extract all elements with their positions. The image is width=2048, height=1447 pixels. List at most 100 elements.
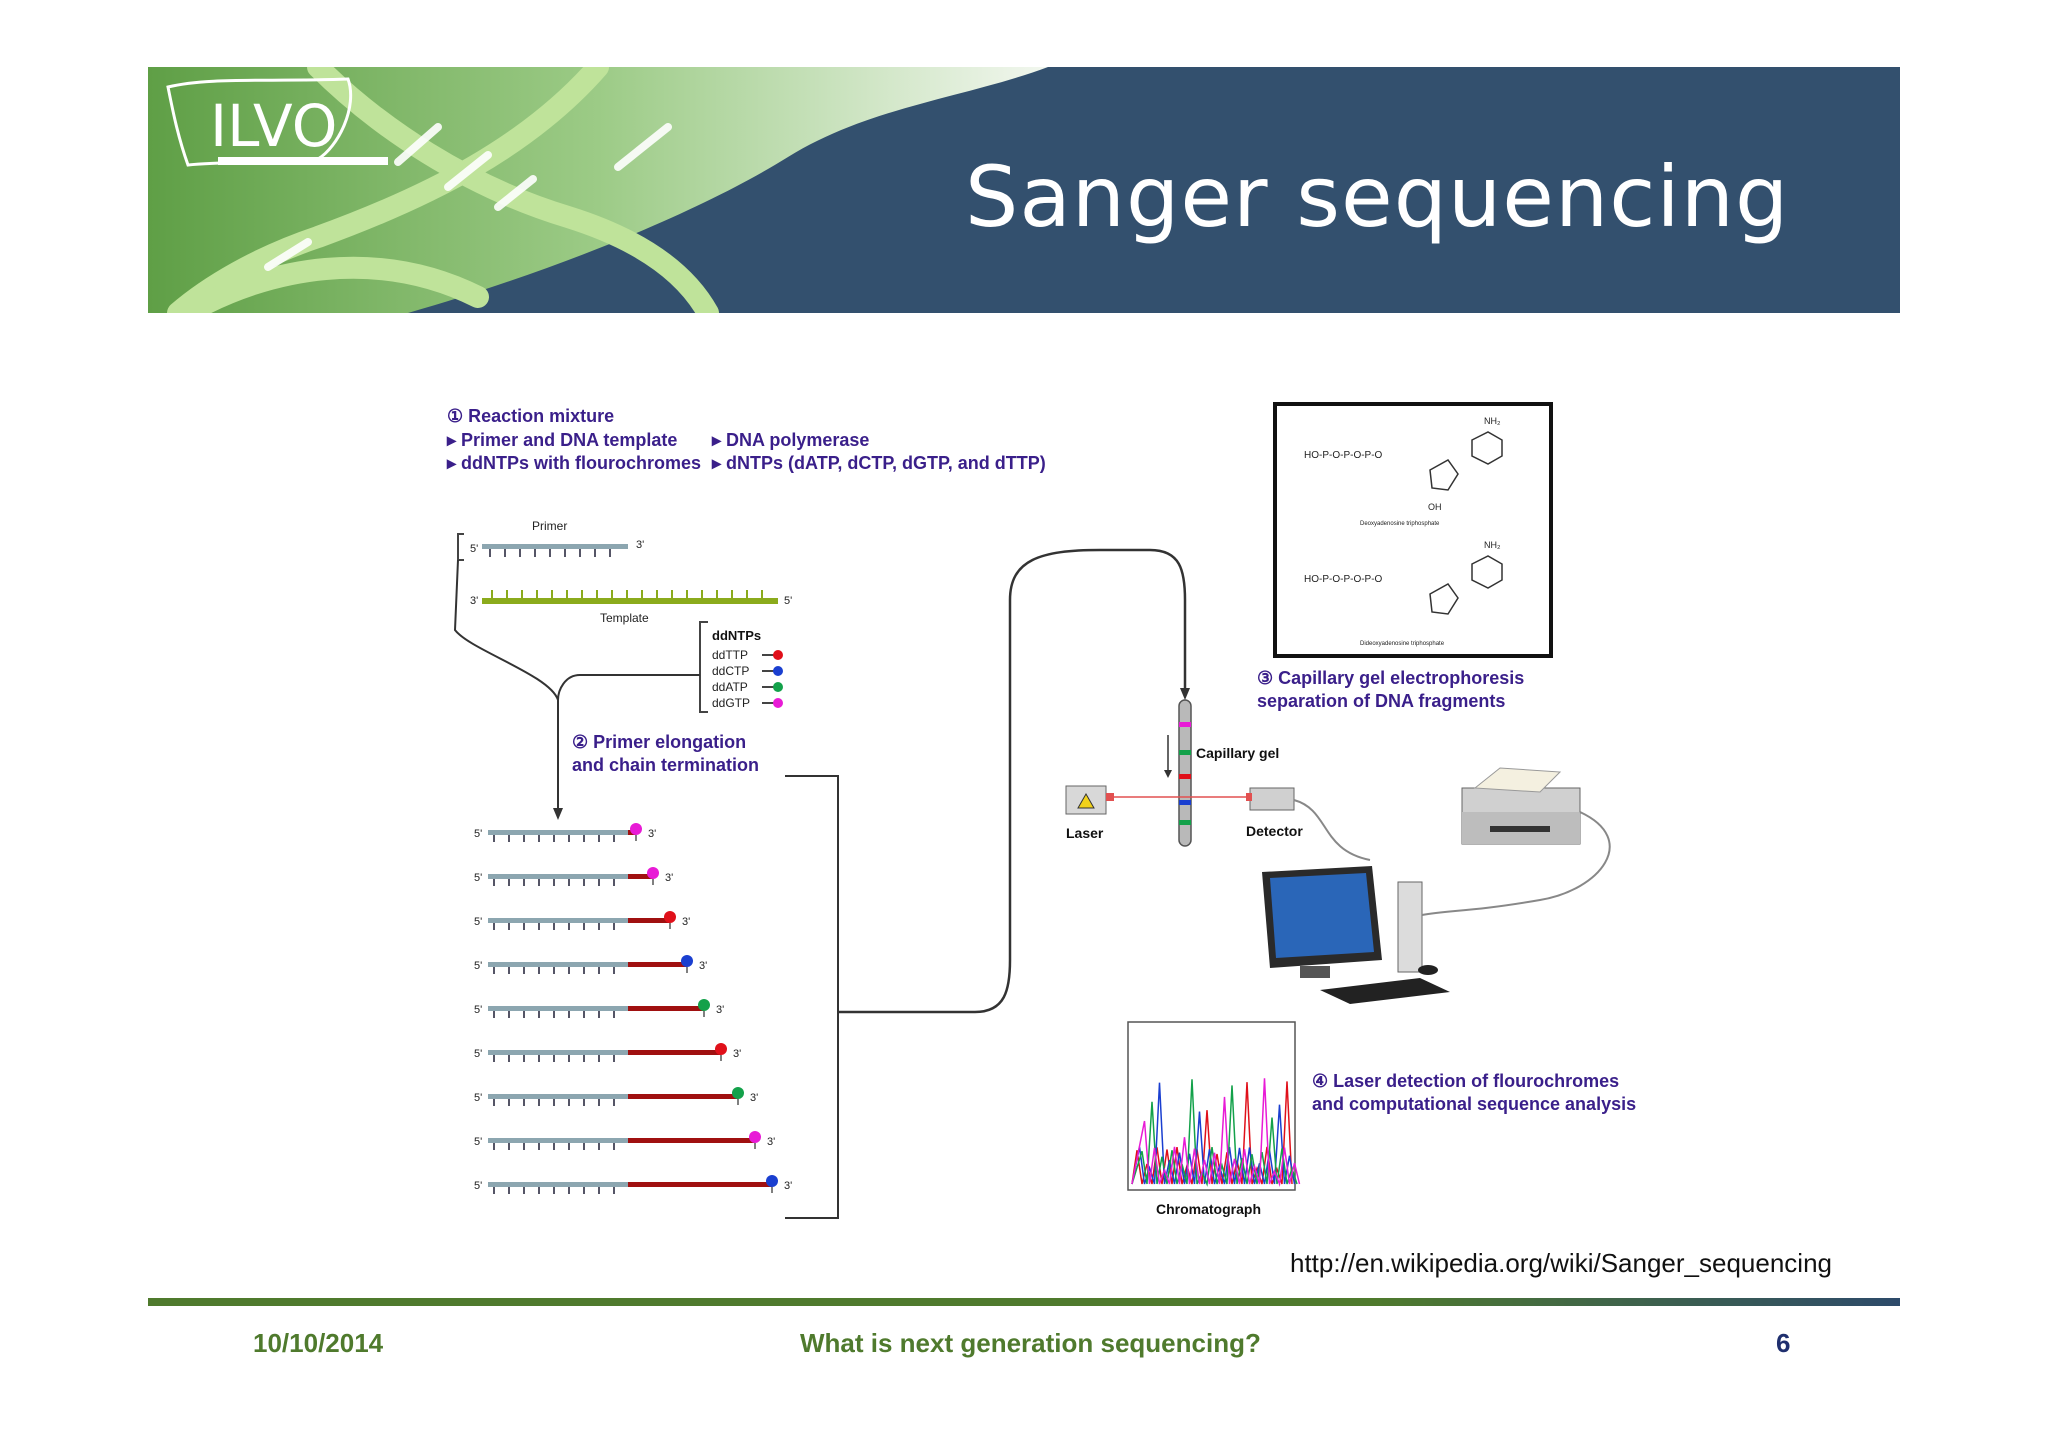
end-5-label: 5' bbox=[474, 916, 482, 928]
fragment-ladder: 5'3'5'3'5'3'5'3'5'3'5'3'5'3'5'3'5'3' bbox=[474, 823, 792, 1194]
step3-line2: separation of DNA fragments bbox=[1257, 691, 1505, 711]
chromatograph-trace bbox=[1131, 1078, 1301, 1187]
end-5-label: 5' bbox=[474, 1180, 482, 1192]
primer-segment bbox=[488, 1050, 628, 1055]
step1-item: ▸ Primer and DNA template bbox=[446, 430, 677, 450]
template-strand bbox=[482, 590, 778, 604]
chromatograph-trace bbox=[1131, 1081, 1293, 1185]
template-label: Template bbox=[600, 611, 649, 625]
terminator-dot bbox=[732, 1087, 744, 1099]
end-5-label: 5' bbox=[474, 960, 482, 972]
phosphate-groups: HO-P-O-P-O-P-O bbox=[1304, 574, 1383, 585]
fragment-row: 5' 3' bbox=[474, 955, 707, 974]
fragment-row: 5' 3' bbox=[474, 1131, 775, 1150]
ilvo-logo: ILVO bbox=[210, 92, 338, 160]
end-5-label: 5' bbox=[474, 872, 482, 884]
ddntp-marker bbox=[773, 666, 783, 676]
step1-item: ▸ ddNTPs with flourochromes bbox=[446, 453, 701, 473]
step1-title: ① Reaction mixture bbox=[447, 406, 614, 426]
extension-segment bbox=[628, 1094, 738, 1099]
end-5-label: 5' bbox=[474, 1004, 482, 1016]
step2-line2: and chain termination bbox=[572, 755, 759, 775]
extension-segment bbox=[628, 1138, 755, 1143]
fragment-row: 5'3' bbox=[474, 867, 673, 886]
extension-segment bbox=[628, 918, 670, 923]
fragment-row: 5' 3' bbox=[474, 1087, 758, 1106]
laser-device bbox=[1065, 785, 1114, 815]
primer-segment bbox=[488, 962, 628, 967]
footer-title: What is next generation sequencing? bbox=[800, 1328, 1261, 1358]
end-5-label: 5' bbox=[474, 1092, 482, 1104]
primer-segment bbox=[488, 918, 628, 923]
terminator-dot bbox=[664, 911, 676, 923]
printer-icon bbox=[1461, 767, 1581, 845]
amine-label: NH₂ bbox=[1484, 416, 1501, 426]
slide-title: Sanger sequencing bbox=[965, 148, 1790, 246]
extension-segment bbox=[628, 1050, 721, 1055]
dntp-structure-box: HO-P-O-P-O-P-O NH₂ OH Deoxyadenosine tri… bbox=[1273, 402, 1553, 658]
end-5-label: 5' bbox=[784, 595, 792, 607]
ddntp-label: ddTTP bbox=[712, 648, 748, 662]
end-3-label: 3' bbox=[784, 1180, 792, 1192]
end-5-label: 5' bbox=[474, 1136, 482, 1148]
terminator-dot bbox=[715, 1043, 727, 1055]
primer-segment bbox=[488, 1138, 628, 1143]
ddntp-marker bbox=[773, 682, 783, 692]
end-5-label: 5' bbox=[474, 1048, 482, 1060]
hydroxyl-label: OH bbox=[1428, 502, 1442, 512]
footer-divider bbox=[148, 1298, 1900, 1306]
end-3-label: 3' bbox=[716, 1004, 724, 1016]
amine-label: NH₂ bbox=[1484, 540, 1501, 550]
source-url[interactable]: http://en.wikipedia.org/wiki/Sanger_sequ… bbox=[1290, 1248, 1833, 1278]
primer-segment bbox=[488, 1182, 628, 1187]
laser-label: Laser bbox=[1066, 825, 1104, 841]
terminator-dot bbox=[766, 1175, 778, 1187]
ddntp-marker bbox=[773, 698, 783, 708]
header-banner bbox=[148, 67, 1900, 313]
fragment-row: 5' 3' bbox=[474, 911, 690, 930]
ddntps-title: ddNTPs bbox=[712, 628, 761, 643]
terminator-dot bbox=[630, 823, 642, 835]
molecule-name: Deoxyadenosine triphosphate bbox=[1360, 521, 1440, 527]
capillary-gel bbox=[1178, 699, 1192, 847]
primer-label: Primer bbox=[532, 519, 567, 533]
extension-segment bbox=[628, 1006, 704, 1011]
step4-line2: and computational sequence analysis bbox=[1312, 1094, 1636, 1114]
end-3-label: 3' bbox=[733, 1048, 741, 1060]
terminator-dot bbox=[681, 955, 693, 967]
extension-segment bbox=[628, 874, 653, 879]
page-number: 6 bbox=[1776, 1328, 1791, 1358]
terminator-dot bbox=[698, 999, 710, 1011]
chromatograph bbox=[1127, 1021, 1301, 1191]
step1-item: ▸ DNA polymerase bbox=[711, 430, 869, 450]
primer-segment bbox=[488, 1094, 628, 1099]
step2-line1: ② Primer elongation bbox=[572, 732, 746, 752]
dna-helix-decoration bbox=[167, 67, 719, 313]
end-3-label: 3' bbox=[682, 916, 690, 928]
primer-strand bbox=[482, 544, 628, 557]
step4-line1: ④ Laser detection of flourochromes bbox=[1312, 1071, 1619, 1091]
fragment-row: 5' 3' bbox=[474, 999, 724, 1018]
footer-date: 10/10/2014 bbox=[253, 1328, 384, 1358]
ddntp-list: ddTTP ddCTP ddATP ddGTP bbox=[712, 648, 783, 710]
end-3-label: 3' bbox=[750, 1092, 758, 1104]
capillary-label: Capillary gel bbox=[1196, 745, 1279, 761]
ddntp-label: ddATP bbox=[712, 680, 748, 694]
ddntp-label: ddGTP bbox=[712, 696, 750, 710]
ddntp-label: ddCTP bbox=[712, 664, 749, 678]
end-5-label: 5' bbox=[474, 828, 482, 840]
end-5-label: 5' bbox=[470, 543, 478, 555]
detector-device bbox=[1246, 787, 1295, 811]
end-3-label: 3' bbox=[699, 960, 707, 972]
end-3-label: 3' bbox=[636, 539, 644, 551]
end-3-label: 3' bbox=[470, 595, 478, 607]
chromatograph-label: Chromatograph bbox=[1156, 1201, 1261, 1217]
primer-segment bbox=[488, 874, 628, 879]
end-3-label: 3' bbox=[767, 1136, 775, 1148]
primer-segment bbox=[488, 1006, 628, 1011]
terminator-dot bbox=[647, 867, 659, 879]
primer-segment bbox=[488, 830, 628, 835]
detector-label: Detector bbox=[1246, 823, 1303, 839]
step1-item: ▸ dNTPs (dATP, dCTP, dGTP, and dTTP) bbox=[711, 453, 1046, 473]
